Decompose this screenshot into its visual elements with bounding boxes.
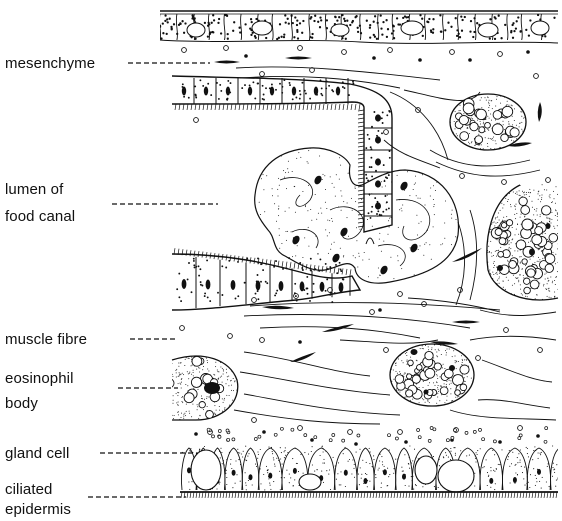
eosinophil-body-2 (484, 184, 561, 301)
label-mesenchyme: mesenchyme (5, 55, 95, 72)
leader-lines (88, 63, 218, 497)
ciliated-epidermis (180, 445, 562, 498)
label-lumen-line1: lumen of (5, 181, 63, 198)
label-epidermis-line1: ciliated (5, 481, 53, 498)
lumen-contents (255, 148, 461, 286)
top-epidermis (159, 11, 558, 43)
eosinophil-body-1 (450, 94, 526, 151)
food-canal-epithelium-lower (172, 248, 360, 310)
label-eosinophil-line1: eosinophil (5, 370, 74, 387)
label-gland-cell: gland cell (5, 445, 69, 462)
food-canal-epithelium-upper (172, 76, 392, 232)
label-lumen-line2: food canal (5, 208, 75, 225)
eosinophil-bodies (162, 94, 561, 423)
eosinophil-body-3 (390, 344, 475, 407)
label-epidermis-line2: epidermis (5, 501, 71, 518)
label-eosinophil-line2: body (5, 395, 38, 412)
eosinophil-body-4 (162, 354, 239, 423)
label-muscle-fibre: muscle fibre (5, 331, 87, 348)
